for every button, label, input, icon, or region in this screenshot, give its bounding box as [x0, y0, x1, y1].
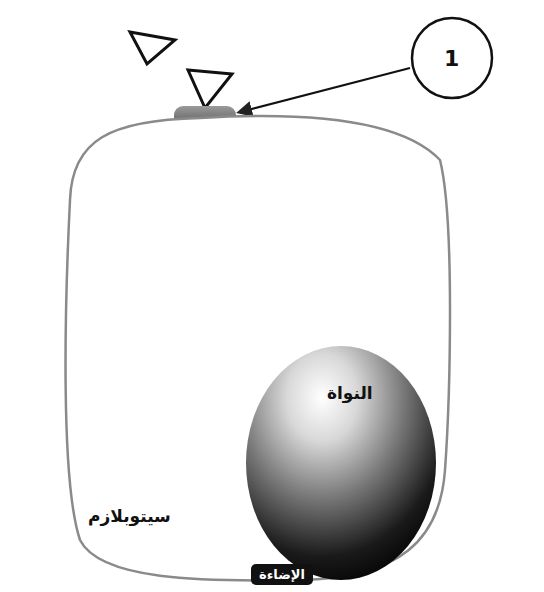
nucleus-label: النواة: [327, 383, 373, 403]
nucleus: النواة: [245, 345, 437, 581]
cell-body: سيتوبلازم النواة: [60, 108, 460, 586]
cytoplasm-label: سيتوبلازم: [88, 506, 171, 526]
ligand-triangles: [130, 32, 232, 108]
nucleus-outline: [245, 345, 437, 581]
leader-line: [240, 68, 410, 112]
callout-circle: [412, 18, 492, 98]
tag-label: الإضاءة: [251, 564, 313, 585]
callout-number: 1: [444, 46, 459, 71]
